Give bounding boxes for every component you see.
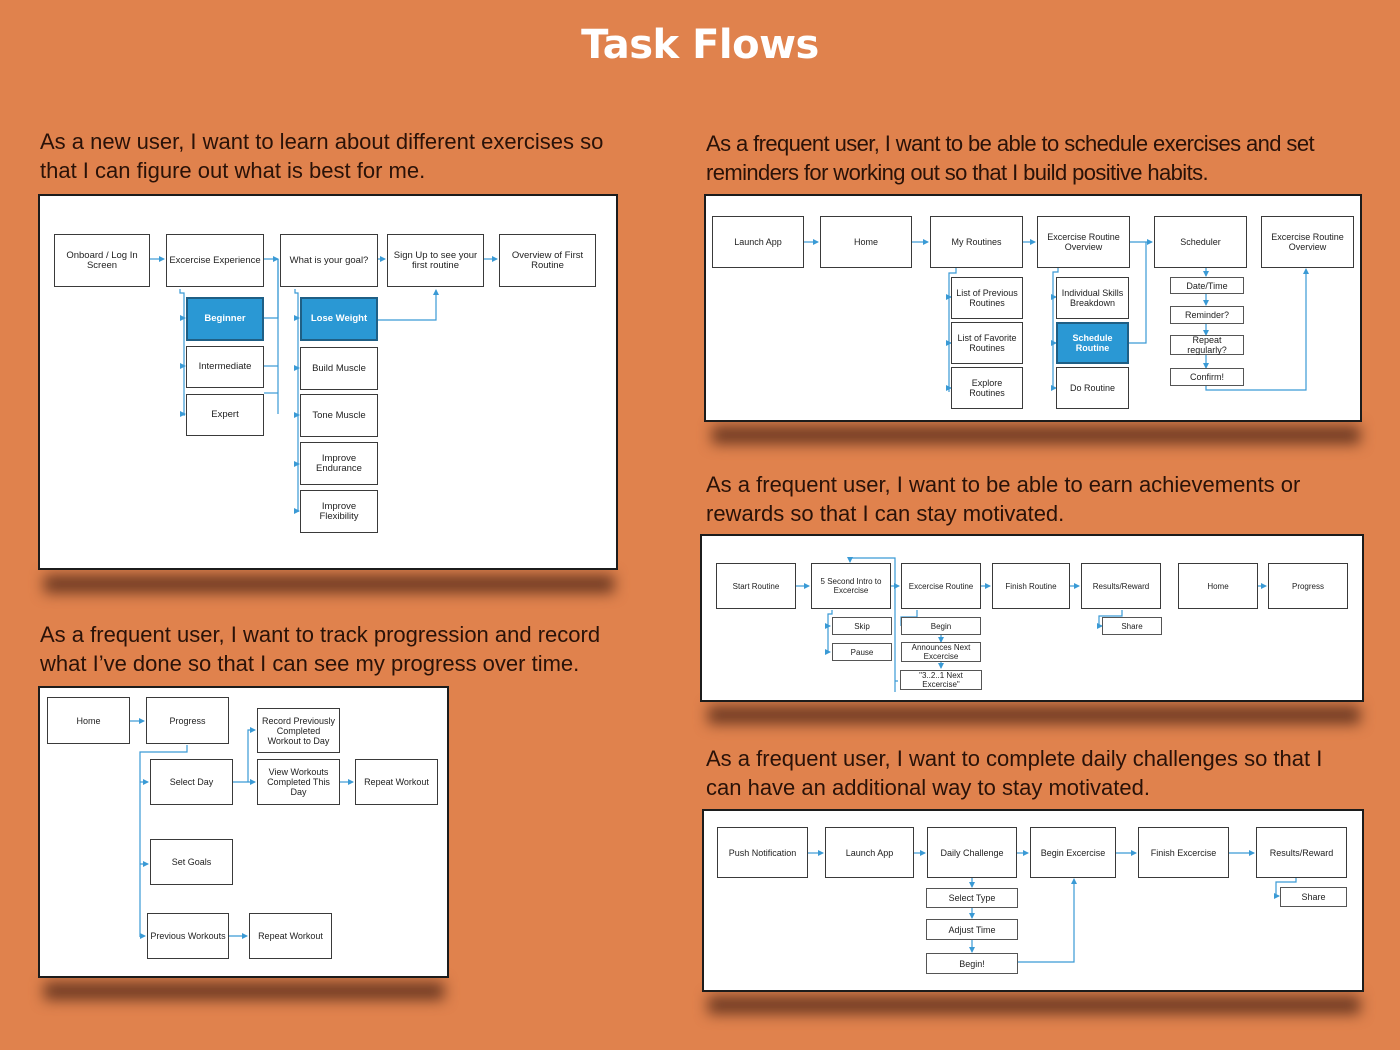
flow3-shadow xyxy=(712,426,1360,444)
node-schedule-routine: Schedule Routine xyxy=(1056,322,1129,364)
node-adjust-time: Adjust Time xyxy=(926,919,1018,940)
node-endurance: Improve Endurance xyxy=(300,442,378,485)
flow1-diagram: Onboard / Log In Screen Excercise Experi… xyxy=(38,194,618,570)
node-exercise-routine: Excercise Routine xyxy=(901,563,981,609)
flow2-shadow xyxy=(44,982,444,1000)
node-previous-routines: List of Previous Routines xyxy=(951,277,1023,319)
node-lose-weight: Lose Weight xyxy=(300,297,378,341)
node-do-routine: Do Routine xyxy=(1056,367,1129,409)
node-skills-breakdown: Individual Skills Breakdown xyxy=(1056,277,1129,319)
flow5-shadow xyxy=(708,996,1360,1014)
flow5-user-story: As a frequent user, I want to complete d… xyxy=(706,746,1323,800)
node-overview: Overview of First Routine xyxy=(499,234,596,287)
page-title: Task Flows xyxy=(581,22,819,68)
node-view-workouts: View Workouts Completed This Day xyxy=(257,759,340,805)
node-explore-routines: Explore Routines xyxy=(951,367,1023,409)
node-intro: 5 Second Intro to Excercise xyxy=(811,563,891,609)
node-onboard: Onboard / Log In Screen xyxy=(54,234,150,287)
node-progress: Progress xyxy=(146,697,229,744)
flow2-diagram: Home Progress Select Day Record Previous… xyxy=(38,686,449,978)
flow1-shadow xyxy=(44,575,614,593)
node-routine-overview: Excercise Routine Overview xyxy=(1037,216,1130,268)
node-share: Share xyxy=(1280,887,1347,907)
node-begin: Begin! xyxy=(926,953,1018,974)
node-scheduler: Scheduler xyxy=(1154,216,1247,268)
node-begin-exercise: Begin Excercise xyxy=(1030,827,1116,878)
node-intermediate: Intermediate xyxy=(186,346,264,388)
node-begin: Begin xyxy=(901,617,981,635)
node-confirm: Confirm! xyxy=(1170,368,1244,386)
node-finish-exercise: Finish Excercise xyxy=(1138,827,1229,878)
node-repeat-workout-2: Repeat Workout xyxy=(249,913,332,959)
flow4-shadow xyxy=(708,706,1360,724)
node-select-type: Select Type xyxy=(926,888,1018,908)
node-date-time: Date/Time xyxy=(1170,277,1244,294)
node-flexibility: Improve Flexibility xyxy=(300,490,378,533)
flow3-diagram: Launch App Home My Routines Excercise Ro… xyxy=(704,194,1362,422)
node-routine-overview-2: Excercise Routine Overview xyxy=(1261,216,1354,268)
node-repeat-regularly: Repeat regularly? xyxy=(1170,335,1244,355)
node-record-workout: Record Previously Completed Workout to D… xyxy=(257,708,340,753)
flow3-user-story: As a frequent user, I want to be able to… xyxy=(706,131,1315,185)
flow1-user-story: As a new user, I want to learn about dif… xyxy=(40,129,604,183)
flow5-diagram: Push Notification Launch App Daily Chall… xyxy=(702,809,1364,992)
flow1-connectors xyxy=(150,256,498,514)
node-finish-routine: Finish Routine xyxy=(992,563,1070,609)
flow4-diagram: Start Routine 5 Second Intro to Excercis… xyxy=(700,534,1364,702)
node-announce-next: Announces Next Excercise xyxy=(901,642,981,662)
node-share: Share xyxy=(1102,617,1162,635)
flow4-connectors xyxy=(796,557,1267,692)
node-home: Home xyxy=(47,697,130,744)
node-favorite-routines: List of Favorite Routines xyxy=(951,322,1023,364)
node-results-reward: Results/Reward xyxy=(1256,827,1347,878)
node-start-routine: Start Routine xyxy=(716,563,796,609)
flow2-connectors xyxy=(130,718,354,939)
node-beginner: Beginner xyxy=(186,297,264,341)
flow5-connectors xyxy=(808,850,1297,963)
node-goal: What is your goal? xyxy=(280,234,378,287)
node-exercise-experience: Excercise Experience xyxy=(166,234,264,287)
node-reminder: Reminder? xyxy=(1170,306,1244,324)
node-launch-app: Launch App xyxy=(825,827,914,878)
node-set-goals: Set Goals xyxy=(150,839,233,885)
node-repeat-workout: Repeat Workout xyxy=(355,759,438,805)
node-signup: Sign Up to see your first routine xyxy=(387,234,484,287)
node-launch-app: Launch App xyxy=(712,216,804,268)
node-my-routines: My Routines xyxy=(930,216,1023,268)
node-tone-muscle: Tone Muscle xyxy=(300,394,378,437)
node-select-day: Select Day xyxy=(150,759,233,805)
flow4-user-story: As a frequent user, I want to be able to… xyxy=(706,472,1301,526)
flow2-user-story: As a frequent user, I want to track prog… xyxy=(40,622,601,676)
node-pause: Pause xyxy=(832,643,892,661)
node-home: Home xyxy=(820,216,912,268)
node-daily-challenge: Daily Challenge xyxy=(927,827,1017,878)
node-countdown: "3..2..1 Next Excercise" xyxy=(900,670,982,690)
flow3-connectors xyxy=(804,239,1309,392)
node-skip: Skip xyxy=(832,617,892,635)
node-results-reward: Results/Reward xyxy=(1081,563,1161,609)
node-home: Home xyxy=(1178,563,1258,609)
node-previous-workouts: Previous Workouts xyxy=(147,913,229,959)
node-build-muscle: Build Muscle xyxy=(300,347,378,390)
node-push-notification: Push Notification xyxy=(717,827,808,878)
node-progress: Progress xyxy=(1268,563,1348,609)
node-expert: Expert xyxy=(186,394,264,436)
